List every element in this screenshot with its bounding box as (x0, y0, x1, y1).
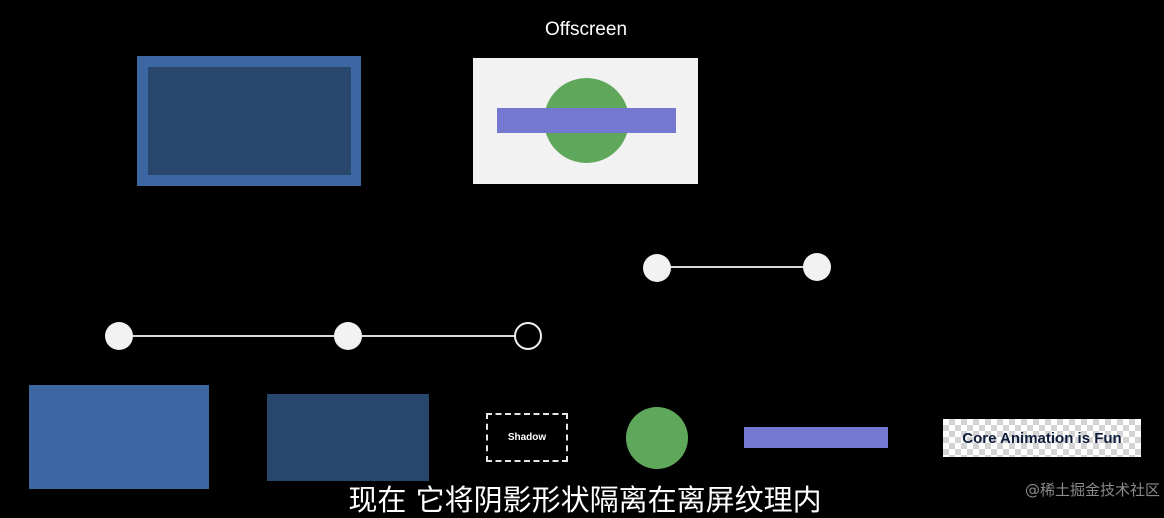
offscreen-title: Offscreen (544, 19, 628, 40)
offscreen-purple-bar (497, 108, 676, 133)
layer-blue-dark (267, 394, 429, 481)
lower-slider-knob-1[interactable] (105, 322, 133, 350)
layer-purple-bar (744, 427, 888, 448)
upper-slider-knob-right[interactable] (803, 253, 831, 281)
layer-frame-inner (148, 67, 351, 175)
watermark: @稀土掘金技术社区 (1024, 481, 1160, 499)
layer-blue-large (29, 385, 209, 489)
upper-slider-track (657, 266, 817, 268)
layer-green-circle (626, 407, 688, 469)
lower-slider-track (119, 335, 529, 337)
text-layer-transparent: Core Animation is Fun (943, 419, 1141, 457)
lower-slider-knob-2[interactable] (334, 322, 362, 350)
video-subtitle: 现在 它将阴影形状隔离在离屏纹理内 (348, 483, 822, 517)
upper-slider-knob-left[interactable] (643, 254, 671, 282)
shadow-layer: Shadow (486, 413, 568, 462)
lower-slider-knob-hollow[interactable] (514, 322, 542, 350)
